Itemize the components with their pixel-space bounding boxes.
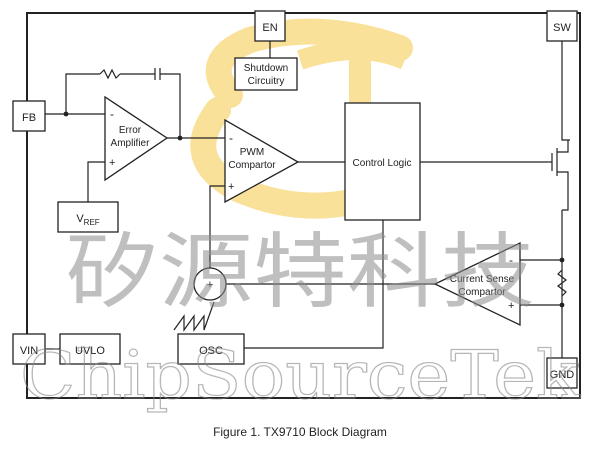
pwm-label-2: Compartor [228,160,276,171]
vref-block: VREF [57,201,119,233]
summing-node: + [193,267,227,301]
error-amp-plus: + [109,157,115,169]
pin-vin-label: VIN [20,345,38,357]
summing-plus: + [207,279,213,291]
cs-label-2: Compartor [458,287,506,298]
cs-minus: - [509,253,513,267]
error-amp-label-2: Amplifier [111,138,151,149]
pwm-plus: + [228,181,234,193]
uvlo-label: UVLO [75,345,105,357]
pin-gnd-label: GND [550,369,575,381]
pin-fb: FB [12,100,46,132]
vref-sub: REF [84,218,100,227]
pin-gnd: GND [546,357,578,389]
shutdown-label-2: Circuitry [248,76,285,87]
pin-en-label: EN [262,22,277,34]
osc-block: OSC [177,333,245,365]
current-sense-comparator: - + Current Sense Compartor [433,241,521,327]
wires [45,41,570,358]
control-logic-label: Control Logic [353,158,412,169]
pin-fb-label: FB [22,112,36,124]
pin-sw: SW [546,10,578,42]
uvlo-block: UVLO [59,333,121,365]
cs-label-1: Current Sense [450,274,515,285]
vref-main: V [76,213,84,225]
junction-dots [63,111,565,308]
osc-label: OSC [199,345,223,357]
shutdown-circuitry-block: Shutdown Circuitry [234,57,298,91]
watermark-english: ChipSourceTek [20,337,581,414]
figure-caption: Figure 1. TX9710 Block Diagram [213,425,387,439]
chip-outline [26,12,581,399]
vref-label: VREF [76,213,99,227]
pwm-minus: - [229,131,233,145]
pwm-comparator: - + PWM Compartor [224,118,300,204]
pin-sw-label: SW [553,22,571,34]
pin-en: EN [254,10,286,42]
error-amp-label-1: Error [119,125,142,136]
error-amp-minus: - [110,107,114,121]
shutdown-label-1: Shutdown [244,63,288,74]
error-amplifier: - + Error Amplifier [104,95,169,182]
cs-plus: + [508,300,514,312]
watermark-chinese: 矽源特科技 [65,225,535,320]
control-logic-block: Control Logic [344,102,421,221]
pwm-label-1: PWM [240,147,264,158]
